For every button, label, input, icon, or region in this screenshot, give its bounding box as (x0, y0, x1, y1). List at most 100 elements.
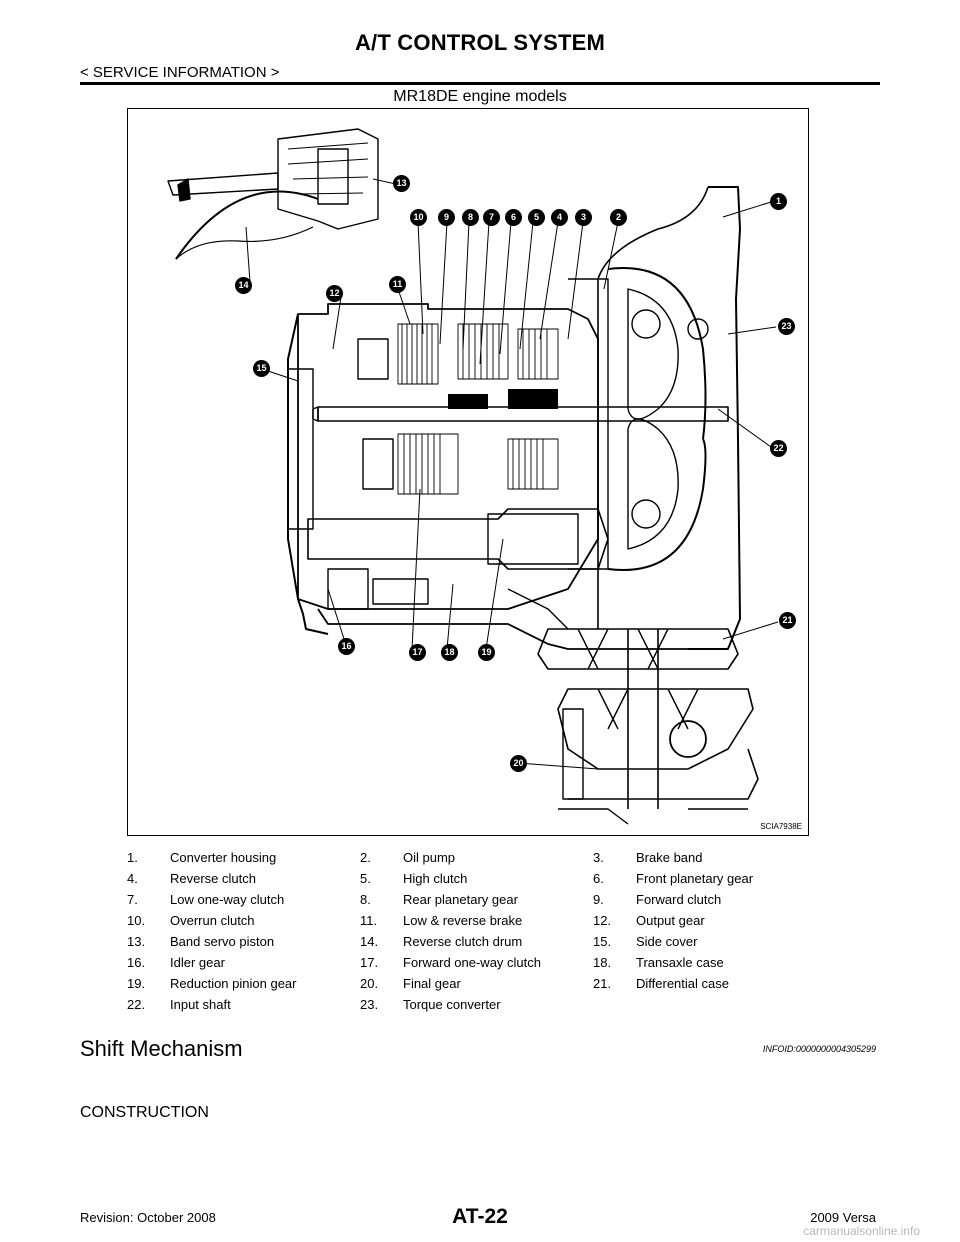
footer-model: 2009 Versa (810, 1210, 876, 1225)
section-breadcrumb: < SERVICE INFORMATION > (80, 64, 280, 81)
legend-label: Low one-way clutch (170, 892, 285, 907)
callout-4: 4 (551, 209, 568, 226)
legend-number: 13. (127, 934, 146, 949)
legend-item: 8. Rear planetary gear (360, 892, 593, 913)
callout-16: 16 (338, 638, 355, 655)
page-number: AT-22 (452, 1205, 508, 1228)
legend-number: 23. (360, 997, 379, 1012)
legend-number: 20. (360, 976, 379, 991)
callout-9: 9 (438, 209, 455, 226)
legend-label: Overrun clutch (170, 913, 255, 928)
legend-label: Transaxle case (636, 955, 724, 970)
callout-6: 6 (505, 209, 522, 226)
legend-label: Output gear (636, 913, 705, 928)
legend-number: 11. (360, 913, 378, 928)
legend-item: 16. Idler gear (127, 955, 360, 976)
legend-number: 14. (360, 934, 379, 949)
legend-label: Low & reverse brake (403, 913, 523, 928)
legend-label: Torque converter (403, 997, 501, 1012)
legend-label: Oil pump (403, 850, 456, 865)
legend-label: Brake band (636, 850, 703, 865)
legend-item: 18.Transaxle case (593, 955, 826, 976)
info-id: INFOID:0000000004305299 (762, 1044, 876, 1054)
legend-label: Forward clutch (636, 892, 722, 907)
callout-10: 10 (410, 209, 427, 226)
legend-item: 23. Torque converter (360, 997, 593, 1018)
legend-number: 6. (593, 871, 604, 886)
legend-label: Idler gear (170, 955, 225, 970)
callout-8: 8 (462, 209, 479, 226)
callout-12: 12 (326, 285, 343, 302)
legend-item: 14. Reverse clutch drum (360, 934, 593, 955)
legend-number: 3. (593, 850, 604, 865)
legend-row: 16.Idler gear 17.Forward one-way clutch … (127, 955, 827, 976)
callout-leader-lines (245, 178, 779, 770)
figure-caption: MR18DE engine models (393, 88, 567, 105)
legend-item: 1. Converter housing (127, 850, 360, 871)
callout-17: 17 (409, 644, 426, 661)
legend-label: Reduction pinion gear (170, 976, 297, 991)
legend-number: 5. (360, 871, 371, 886)
legend-row: 4.Reverse clutch 5. High clutch 6. Front p… (127, 871, 827, 892)
callout-22: 22 (770, 440, 787, 457)
legend-label: Reverse clutch (170, 871, 256, 886)
legend-label: Converter housing (170, 850, 277, 865)
legend-row: 7. Low one-way clutch 8. Rear planetary ge… (127, 892, 827, 913)
legend-number: 8. (360, 892, 371, 907)
watermark: carmanualsonline.info (803, 1224, 920, 1238)
legend-label: Forward one-way clutch (403, 955, 541, 970)
legend-number: 7. (127, 892, 138, 907)
callout-18: 18 (441, 644, 458, 661)
legend-item: 17. Forward one-way clutch (360, 955, 593, 976)
legend-item: 21. Differential case (593, 976, 826, 997)
legend-item: 10. Overrun clutch (127, 913, 360, 934)
legend-number: 9. (593, 892, 604, 907)
callout-1: 1 (770, 193, 787, 210)
legend-item: 3. Brake band (593, 850, 826, 871)
legend-number: 16. (127, 955, 146, 970)
legend-label: Front planetary gear (636, 871, 754, 886)
callout-15: 15 (253, 360, 270, 377)
legend-number: 19. (127, 976, 146, 991)
legend-label: Side cover (636, 934, 698, 949)
callout-20: 20 (510, 755, 527, 772)
legend-number: 17. (360, 955, 379, 970)
callout-5: 5 (528, 209, 545, 226)
figure-id: SCIA7938E (760, 822, 802, 831)
legend-item: 19. Reduction pinion gear (127, 976, 360, 997)
legend-label: Reverse clutch drum (403, 934, 523, 949)
legend-item: 13.Band servo piston (127, 934, 360, 955)
section-heading: Shift Mechanism (80, 1036, 243, 1061)
legend-item: 9. Forward clutch (593, 892, 826, 913)
legend-label: Rear planetary gear (403, 892, 518, 907)
legend-number: 22. (127, 997, 146, 1012)
callout-14: 14 (235, 277, 252, 294)
legend-item: 4.Reverse clutch (127, 871, 360, 892)
legend-number: 1. (127, 850, 138, 865)
legend-label: Input shaft (170, 997, 231, 1012)
legend-item: 5. High clutch (360, 871, 593, 892)
legend-item: 11. Low & reverse brake (360, 913, 593, 934)
legend-item: 20. Final gear (360, 976, 593, 997)
legend-label: Differential case (636, 976, 729, 991)
legend-number: 10. (127, 913, 146, 928)
legend-row: 13.Band servo piston 14. Reverse clutch d… (127, 934, 827, 955)
legend-row: 22. Input shaft 23. Torque converter (127, 997, 827, 1018)
legend-label: High clutch (403, 871, 468, 886)
callout-21: 21 (779, 612, 796, 629)
legend-item: 22. Input shaft (127, 997, 360, 1018)
footer-revision: Revision: October 2008 (80, 1210, 216, 1225)
legend-row: 19. Reduction pinion gear 20. Final gear 2… (127, 976, 827, 997)
transaxle-cutaway-drawing (167, 128, 759, 825)
legend-label: Final gear (403, 976, 461, 991)
callout-23: 23 (778, 318, 795, 335)
legend-number: 21. (593, 976, 612, 991)
parts-legend: 1. Converter housing 2. Oil pump 3. Brake b… (127, 850, 827, 1018)
legend-number: 2. (360, 850, 371, 865)
header-divider (80, 82, 880, 85)
callout-7: 7 (483, 209, 500, 226)
callout-13: 13 (393, 175, 410, 192)
legend-item: 15.Side cover (593, 934, 826, 955)
page-title: A/T CONTROL SYSTEM (354, 30, 606, 55)
legend-item: 2. Oil pump (360, 850, 593, 871)
